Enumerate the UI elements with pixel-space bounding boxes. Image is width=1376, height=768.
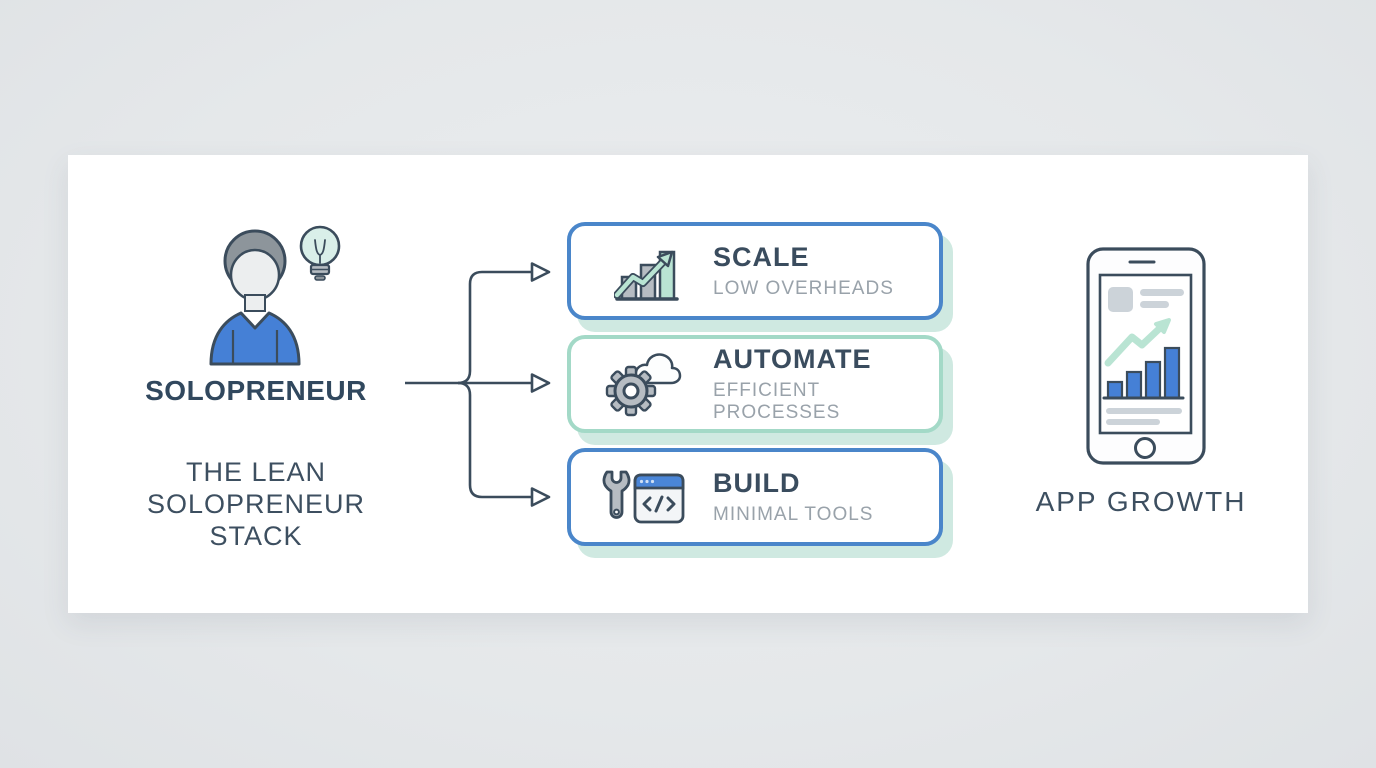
arrowhead-bottom-icon <box>530 487 551 507</box>
stack-box-automate: AUTOMATE EFFICIENT PROCESSES <box>567 335 943 433</box>
growth-arrow <box>1104 324 1164 367</box>
solopreneur-label: SOLOPRENEUR <box>145 375 367 406</box>
build-subtitle: MINIMAL TOOLS <box>713 504 874 525</box>
arrowhead-top-icon <box>530 262 551 282</box>
shirt-seams <box>231 330 279 364</box>
build-title: BUILD <box>713 468 801 498</box>
stack-box-build: BUILD MINIMAL TOOLS <box>567 448 943 546</box>
scale-title: SCALE <box>713 242 810 272</box>
automate-subtitle: EFFICIENT PROCESSES <box>713 380 841 423</box>
app-growth-label: APP GROWTH <box>1035 486 1247 517</box>
automate-title: AUTOMATE <box>713 344 872 374</box>
person-neck <box>244 294 266 312</box>
arrowhead-middle-icon <box>530 373 551 393</box>
wrench-hole <box>613 508 620 516</box>
build-text-block: BUILD MINIMAL TOOLS <box>713 468 873 526</box>
gear-cloud-icon <box>601 350 693 418</box>
scale-text-block: SCALE LOW OVERHEADS <box>713 242 894 300</box>
chart-bar <box>1106 380 1124 400</box>
automate-text-block: AUTOMATE EFFICIENT PROCESSES <box>713 344 939 424</box>
connector-top-line <box>457 270 532 385</box>
scale-subtitle: LOW OVERHEADS <box>713 278 894 299</box>
text-line-placeholder <box>1140 289 1184 296</box>
chart-bar <box>1144 360 1162 400</box>
tagline-line-3: STACK <box>209 521 303 551</box>
avatar-placeholder <box>1108 287 1133 312</box>
wrench-icon <box>602 470 631 519</box>
chart-bar <box>1125 370 1143 400</box>
text-line-placeholder <box>1140 301 1169 308</box>
text-line-placeholder <box>1106 419 1160 425</box>
entrepreneur-person-icon <box>209 225 341 366</box>
tagline-line-1: THE LEAN <box>185 457 327 487</box>
person-face <box>229 248 281 302</box>
code-glyph <box>642 495 676 513</box>
smartphone-analytics-icon <box>1086 247 1206 465</box>
infographic-card: SOLOPRENEUR THE LEAN SOLOPRENEUR STACK <box>68 155 1308 613</box>
wrench-code-window-icon <box>601 466 693 528</box>
chart-bar <box>1163 346 1181 400</box>
text-line-placeholder <box>1106 408 1182 414</box>
lightbulb-idea-icon <box>299 225 341 281</box>
phone-home-button <box>1134 437 1156 459</box>
growth-arrowhead <box>1154 318 1171 334</box>
tagline: THE LEAN SOLOPRENEUR STACK <box>106 456 406 552</box>
growth-bar-chart-icon <box>601 239 693 303</box>
tagline-line-2: SOLOPRENEUR <box>146 489 366 519</box>
person-shirt <box>209 311 301 366</box>
stack-box-scale: SCALE LOW OVERHEADS <box>567 222 943 320</box>
code-window-header <box>633 473 685 490</box>
fork-connector-arrows <box>405 262 551 507</box>
connector-bottom-line <box>457 381 532 499</box>
